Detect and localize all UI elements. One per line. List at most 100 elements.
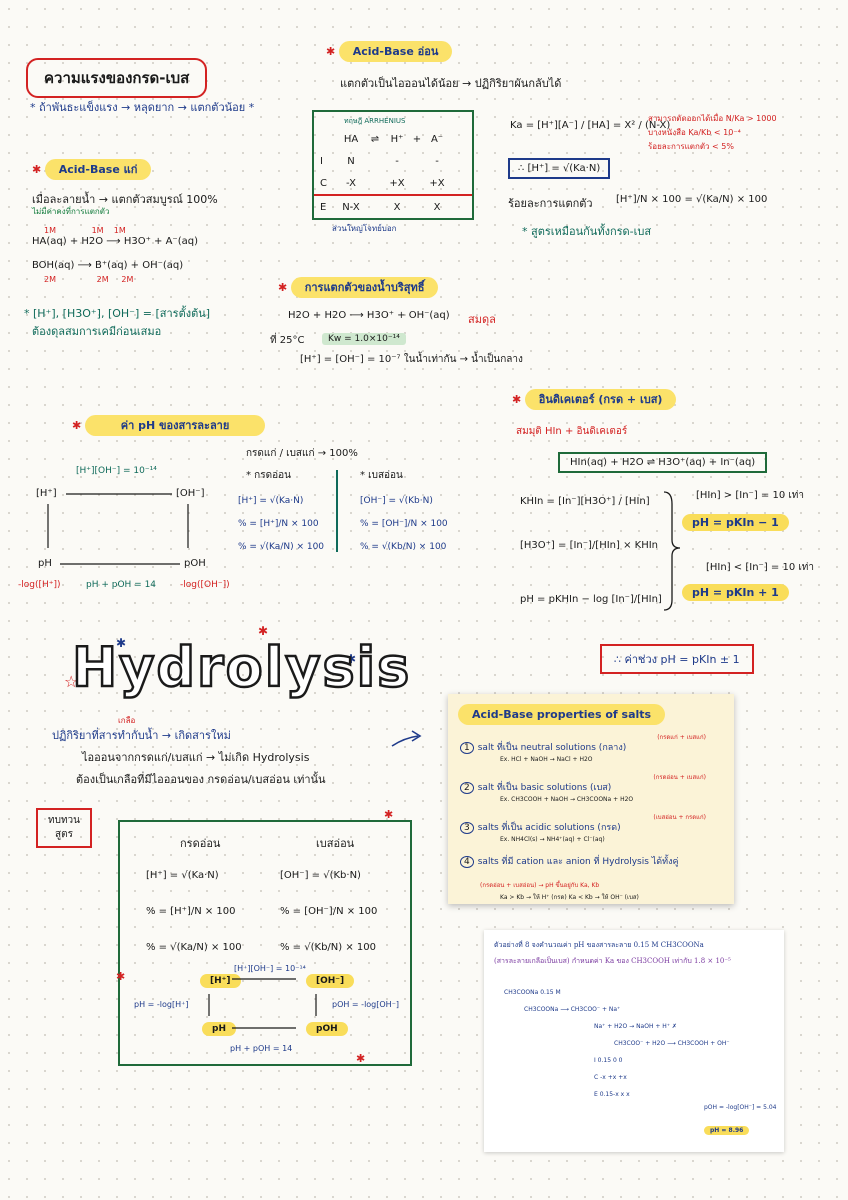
ph-strong-note: กรดแก่ / เบสแก่ → 100% xyxy=(246,448,358,459)
strong-eq1-top: 1M 1M 1M xyxy=(44,226,126,235)
review-oh: [OH⁻] xyxy=(306,974,355,988)
example-card: ตัวอย่างที่ 8 จงคำนวณค่า pH ของสารละลาย … xyxy=(484,930,784,1152)
indicator-assume: สมมุติ HIn + อินดิเคเตอร์ xyxy=(516,426,628,437)
ka-note1: สามารถตัดออกได้เมื่อ N/Ka > 1000 xyxy=(648,114,777,123)
review-h: [H⁺] xyxy=(200,974,241,988)
weak-summary: * สูตรเหมือนกันทั้งกรด-เบส xyxy=(522,225,652,238)
percent-eq: [H⁺]/N × 100 = √(Ka/N) × 100 xyxy=(616,194,768,205)
ph-poh: pOH xyxy=(184,558,206,569)
star-icon: ✱ xyxy=(72,419,82,432)
indicator-section: ✱ อินดิเคเตอร์ (กรด + เบส) xyxy=(512,389,677,410)
indicator-range: ∴ ค่าช่วง pH = pKIn ± 1 xyxy=(600,644,754,674)
indicator-cond2: [HIn] < [In⁻] = 10 เท่า xyxy=(706,562,814,573)
hydro-line3: ต้องเป็นเกลือที่มีไอออนของ กรดอ่อน/เบสอ่… xyxy=(76,773,326,786)
example-work: CH3COONa 0.15 M CH3COONa ⟶ CH3COO⁻ + Na⁺… xyxy=(504,989,730,1098)
example-poh: pOH = -log[OH⁻] = 5.04 xyxy=(704,1104,777,1111)
indicator-cond1: [HIn] > [In⁻] = 10 เท่า xyxy=(696,490,804,501)
indicator-eq: HIn(aq) + H2O ⇌ H3O⁺(aq) + In⁻(aq) xyxy=(558,452,768,473)
salts-heading: Acid-Base properties of salts xyxy=(458,704,666,725)
hydro-title: Hydrolysis xyxy=(71,635,412,701)
star-icon: ✱ xyxy=(356,1052,366,1065)
review-box: กรดอ่อน เบสอ่อน [H⁺] = √(Ka·N)% = [H⁺]/N… xyxy=(118,820,412,1066)
h-eq: ∴ [H⁺] = √(Ka·N) xyxy=(508,158,611,179)
ice-row-0: HA⇌H⁺+A⁻ xyxy=(343,133,444,145)
ph-divider xyxy=(336,470,338,552)
strong-line1: เมื่อละลายน้ำ → แตกตัวสมบูรณ์ 100% xyxy=(32,193,218,206)
star-icon: ✱ xyxy=(512,393,522,406)
ph-oh: [OH⁻] xyxy=(176,488,205,499)
star-icon: ✱ xyxy=(326,45,336,58)
star-icon: ✱ xyxy=(258,624,269,638)
ice-row-2: C-X+X+X xyxy=(320,177,445,189)
water-eq: H2O + H2O ⟶ H3O⁺ + OH⁻(aq) xyxy=(288,310,450,321)
review-base: เบสอ่อน xyxy=(316,837,355,850)
subtitle: * ถ้าพันธะแข็งแรง → หลุดยาก → แตกตัวน้อย… xyxy=(30,101,255,114)
kw-value: Kw = 1.0×10⁻¹⁴ xyxy=(322,333,406,345)
review-product: [H⁺][OH⁻] = 10⁻¹⁴ xyxy=(234,964,306,973)
indicator-heading: อินดิเคเตอร์ (กรด + เบส) xyxy=(524,389,677,410)
salts-card: Acid-Base properties of salts (กรดแก่ + … xyxy=(448,694,734,904)
example-line2: (สารละลายเกลือเป็นเบส) กำหนดค่า Ka ของ C… xyxy=(494,957,731,965)
review-base-lines: [OH⁻] = √(Kb·N)% = [OH⁻]/N × 100% = √(Kb… xyxy=(280,870,378,953)
ice-note: ทฤษฎี ARRHENIUS xyxy=(344,117,406,125)
review-label: ทบทวนสูตร xyxy=(36,808,92,848)
ka-note2: บางหนังสือ Ka/Kb < 10⁻⁴ xyxy=(648,128,741,137)
review-poh-eq: pOH = -log[OH⁻] xyxy=(332,1000,400,1009)
star-icon: ✱ xyxy=(278,281,288,294)
strong-eq1: HA(aq) + H2O ⟶ H3O⁺ + A⁻(aq) xyxy=(32,236,198,247)
water-neutral: [H⁺] = [OH⁻] = 10⁻⁷ ในน้ำเท่ากัน → น้ำเป… xyxy=(300,354,523,365)
water-heading: การแตกตัวของน้ำบริสุทธิ์ xyxy=(290,277,439,298)
ka-eq: Ka = [H⁺][A⁻] / [HA] = X² / (N-X) xyxy=(510,120,671,131)
strong-line1-note: ไม่มีค่าคงที่การแตกตัว xyxy=(32,207,110,216)
indicator-k: KHIn = [In⁻][H3O⁺] / [HIn] xyxy=(520,496,650,507)
strong-note2: ต้องดุลสมการเคมีก่อนเสมอ xyxy=(32,325,162,338)
strong-note1: * [H⁺], [H3O⁺], [OH⁻] = [สารตั้งต้น] xyxy=(24,307,211,320)
hydro-salt-note: เกลือ xyxy=(118,716,136,725)
indicator-res2: pH = pKIn + 1 xyxy=(682,584,789,601)
ph-section: ✱ ค่า pH ของสารละลาย xyxy=(72,415,266,436)
star-icon: ✱ xyxy=(116,636,127,650)
water-section: ✱ การแตกตัวของน้ำบริสุทธิ์ xyxy=(278,277,439,298)
strong-heading: Acid-Base แก่ xyxy=(44,159,152,180)
ph-product: [H⁺][OH⁻] = 10⁻¹⁴ xyxy=(76,466,157,476)
example-ph: pH = 8.96 xyxy=(704,1126,750,1135)
indicator-ph: pH = pKHIn − log [In⁻]/[HIn] xyxy=(520,594,662,605)
review-ph-eq: pH = -log[H⁺] xyxy=(134,1000,189,1009)
water-balance: สมดุล xyxy=(468,313,496,326)
review-poh: pOH xyxy=(306,1022,348,1036)
strong-section: ✱ Acid-Base แก่ xyxy=(32,159,152,180)
weak-section: ✱ Acid-Base อ่อน xyxy=(326,41,453,62)
star-icon: ✱ xyxy=(346,652,357,666)
ph-log-h: -log([H⁺]) xyxy=(18,580,61,590)
weak-line1: แตกตัวเป็นไอออนได้น้อย → ปฏิกิริยาผันกลั… xyxy=(340,77,562,90)
star-icon: ✱ xyxy=(116,970,126,983)
hydro-line2: ไอออนจากกรดแก่/เบสแก่ → ไม่เกิด Hydrolys… xyxy=(82,751,310,764)
review-ph: pH xyxy=(202,1022,236,1036)
ph-acid-lines: [H⁺] = √(Ka·N)% = [H⁺]/N × 100% = √(Ka/N… xyxy=(238,496,325,552)
ph-log-oh: -log([OH⁻]) xyxy=(180,580,230,590)
ph-sum: pH + pOH = 14 xyxy=(86,580,157,590)
ph-h: [H⁺] xyxy=(36,488,57,499)
review-acid-lines: [H⁺] = √(Ka·N)% = [H⁺]/N × 100% = √(Ka/N… xyxy=(146,870,242,953)
page-title: ความแรงของกรด-เบส xyxy=(26,58,208,98)
star-icon: ✱ xyxy=(384,808,394,821)
ice-note2: ส่วนใหญ่โจทย์บอก xyxy=(332,224,397,233)
kw-prefix: ที่ 25°C xyxy=(270,335,305,346)
indicator-res1: pH = pKIn − 1 xyxy=(682,514,789,531)
ph-weak-acid: * กรดอ่อน xyxy=(246,470,291,481)
hydro-line1: ปฏิกิริยาที่สารทำกับน้ำ → เกิดสารใหม่ xyxy=(52,729,231,742)
example-line1: ตัวอย่างที่ 8 จงคำนวณค่า pH ของสารละลาย … xyxy=(494,941,704,949)
